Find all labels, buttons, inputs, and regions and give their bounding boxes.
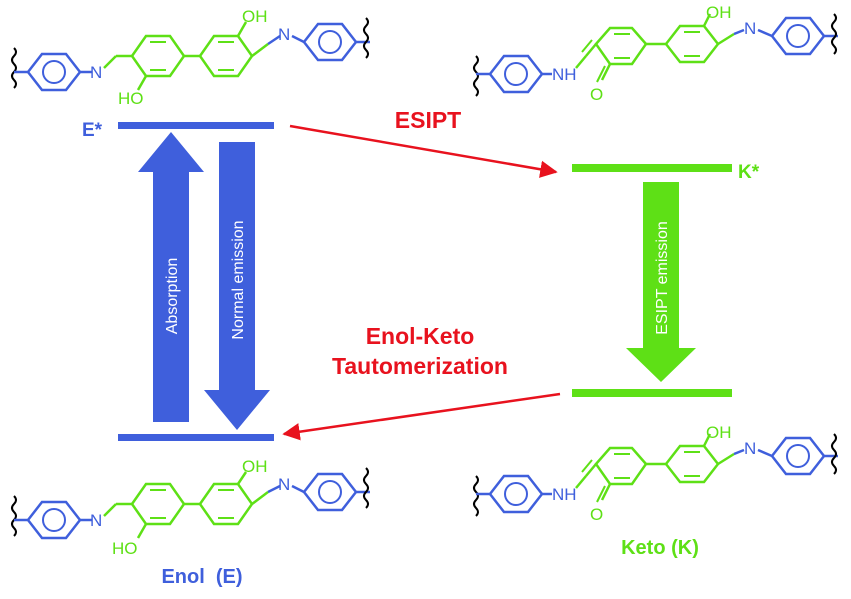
atom-oh: OH — [242, 7, 268, 26]
atom-o: O — [590, 85, 603, 104]
enol-molecule-bottom: N HO OH N — [11, 457, 370, 558]
atom-n: N — [744, 439, 756, 458]
excited-keto-label: K* — [738, 162, 760, 183]
enol-excited-level — [118, 122, 274, 129]
esipt-emission-arrow — [626, 182, 696, 382]
atom-oh: OH — [706, 423, 732, 442]
atom-ho: HO — [112, 539, 138, 558]
enol-ground-level — [118, 434, 274, 441]
enol-molecule-top: N HO OH N — [11, 7, 370, 108]
atom-n: N — [744, 19, 756, 38]
atom-oh: OH — [242, 457, 268, 476]
tautomerization-arrow — [282, 392, 561, 441]
atom-n: N — [90, 511, 102, 530]
enol-label: Enol (E) — [161, 566, 242, 588]
atom-nh: NH — [552, 485, 577, 504]
atom-nh: NH — [552, 65, 577, 84]
keto-ground-level — [572, 389, 732, 397]
normal-emission-label: Normal emission — [230, 220, 247, 339]
normal-emission-arrow — [204, 142, 270, 430]
excited-enol-label: E* — [82, 120, 103, 141]
atom-n: N — [278, 25, 290, 44]
atom-o: O — [590, 505, 603, 524]
esipt-emission-label: ESIPT emission — [654, 221, 671, 335]
atom-n: N — [90, 63, 102, 82]
atom-oh: OH — [706, 3, 732, 22]
keto-molecule-top: NH O OH N — [473, 3, 838, 104]
tautomerization-label-line2: Tautomerization — [332, 353, 508, 379]
keto-label: Keto (K) — [621, 537, 699, 559]
atom-ho: HO — [118, 89, 144, 108]
keto-molecule-bottom: NH O OH N — [473, 423, 838, 524]
esipt-arrow — [289, 124, 558, 178]
absorption-label: Absorption — [164, 258, 181, 335]
esipt-label: ESIPT — [395, 107, 461, 133]
keto-excited-level — [572, 164, 732, 172]
tautomerization-label-line1: Enol-Keto — [366, 323, 475, 349]
absorption-arrow — [138, 132, 204, 422]
atom-n: N — [278, 475, 290, 494]
